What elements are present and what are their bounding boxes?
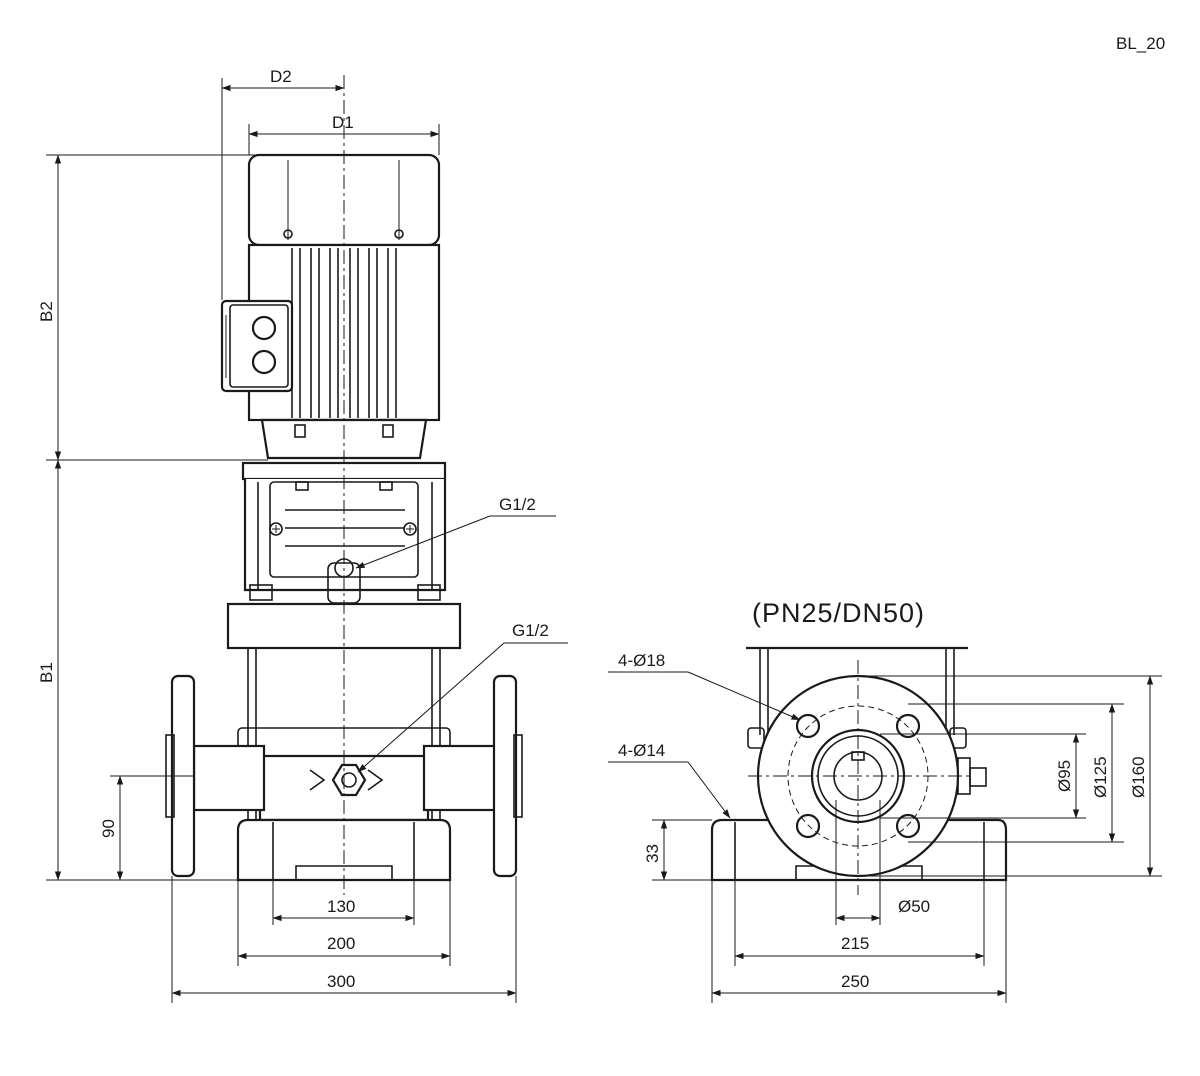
bolt-hole bbox=[795, 713, 821, 739]
drawing-id: BL_20 bbox=[1116, 34, 1165, 53]
dim-d50: Ø50 bbox=[835, 800, 930, 925]
svg-text:90: 90 bbox=[99, 819, 118, 838]
pump-housing bbox=[192, 744, 498, 822]
dim-90: 90 bbox=[99, 775, 194, 881]
dim-215: 215 bbox=[734, 880, 985, 966]
callout-g-upper: G1/2 bbox=[355, 495, 556, 569]
side-plug bbox=[957, 757, 987, 795]
dim-33: 33 bbox=[643, 819, 712, 881]
dim-130: 130 bbox=[272, 880, 415, 925]
dim-d95: Ø95 bbox=[880, 733, 1086, 819]
svg-text:B2: B2 bbox=[37, 301, 56, 322]
dim-b2: B2 bbox=[37, 154, 268, 461]
callout-g-lower: G1/2 bbox=[357, 621, 568, 773]
bolt-hole bbox=[795, 813, 821, 839]
svg-text:B1: B1 bbox=[37, 662, 56, 683]
svg-text:Ø125: Ø125 bbox=[1091, 756, 1110, 798]
dim-b1: B1 bbox=[37, 459, 238, 881]
svg-text:G1/2: G1/2 bbox=[499, 495, 536, 514]
dim-200: 200 bbox=[237, 880, 451, 966]
svg-text:300: 300 bbox=[327, 972, 355, 991]
svg-text:33: 33 bbox=[643, 844, 662, 863]
svg-text:Ø95: Ø95 bbox=[1055, 760, 1074, 792]
svg-text:Ø160: Ø160 bbox=[1129, 756, 1148, 798]
svg-text:D1: D1 bbox=[332, 113, 354, 132]
motor-stool bbox=[241, 461, 447, 604]
callout-holes18: 4-Ø18 bbox=[608, 651, 801, 721]
svg-text:250: 250 bbox=[841, 972, 869, 991]
callout-holes14: 4-Ø14 bbox=[608, 741, 731, 819]
svg-text:4-Ø18: 4-Ø18 bbox=[618, 651, 665, 670]
front-view: D2 D1 B2 B1 90 bbox=[37, 67, 568, 1003]
dim-d1: D1 bbox=[248, 113, 440, 155]
side-view: (PN25/DN50) bbox=[608, 598, 1162, 1003]
bolt-hole bbox=[895, 813, 921, 839]
flange-right bbox=[492, 674, 523, 878]
svg-text:215: 215 bbox=[841, 934, 869, 953]
svg-text:200: 200 bbox=[327, 934, 355, 953]
side-casing-stub bbox=[746, 646, 968, 749]
terminal-box bbox=[220, 299, 294, 393]
dim-250: 250 bbox=[711, 880, 1007, 1003]
dim-d125: Ø125 bbox=[908, 703, 1124, 843]
dim-300: 300 bbox=[171, 876, 517, 1003]
svg-text:130: 130 bbox=[327, 897, 355, 916]
svg-text:4-Ø14: 4-Ø14 bbox=[618, 741, 665, 760]
section-title: (PN25/DN50) bbox=[752, 598, 925, 628]
svg-text:Ø50: Ø50 bbox=[898, 897, 930, 916]
svg-text:D2: D2 bbox=[270, 67, 292, 86]
svg-text:G1/2: G1/2 bbox=[512, 621, 549, 640]
drain-plug bbox=[309, 763, 384, 797]
dim-d160: Ø160 bbox=[858, 675, 1162, 877]
dim-d2: D2 bbox=[221, 67, 345, 300]
bolt-hole bbox=[895, 713, 921, 739]
